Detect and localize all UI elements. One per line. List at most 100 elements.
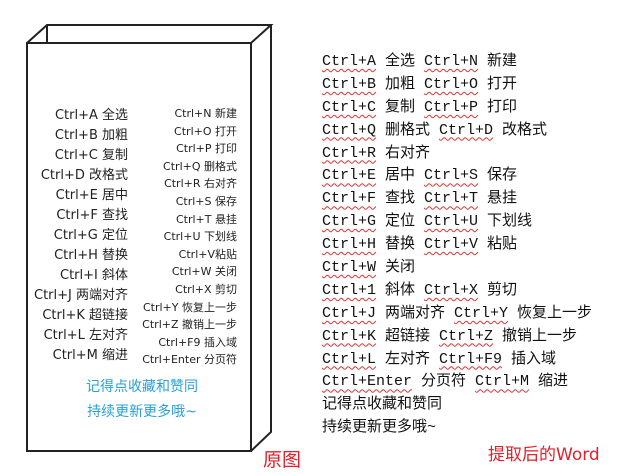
shortcut-item: Ctrl+H 替换	[54, 248, 128, 263]
shortcut-text: 插入域	[502, 350, 557, 368]
word-line: Ctrl+H 替换 Ctrl+V 粘贴	[322, 234, 592, 257]
shortcut-text: 定位	[376, 213, 425, 231]
shortcut-key: Ctrl+D	[439, 121, 494, 139]
shortcut-key: Ctrl+B	[322, 75, 377, 93]
shortcut-key: Ctrl+N	[424, 53, 479, 70]
shortcut-text: 保存	[478, 167, 518, 185]
original-left-column: Ctrl+A 全选 Ctrl+B 加粗 Ctrl+C 复制 Ctrl+D 改格式 Ctr…	[8, 106, 128, 366]
shortcut-item: Ctrl+B 加粗	[54, 128, 128, 143]
shortcut-item: Ctrl+F 查找	[56, 208, 128, 223]
shortcut-key: Ctrl+1	[322, 281, 377, 299]
box-front	[26, 42, 252, 452]
shortcut-key: Ctrl+Enter	[322, 373, 413, 391]
word-line: Ctrl+J 两端对齐 Ctrl+Y 恢复上一步	[322, 303, 592, 326]
shortcut-item: Ctrl+U 下划线	[163, 230, 237, 244]
shortcut-item: Ctrl+Y 恢复上一步	[142, 300, 237, 314]
shortcut-text: 居中	[376, 167, 425, 185]
shortcut-text: 撤销上一步	[493, 327, 578, 345]
original-caption: 原图	[263, 449, 302, 471]
shortcut-key: Ctrl+Y	[454, 304, 509, 322]
shortcut-key: Ctrl+O	[424, 75, 479, 93]
word-line: Ctrl+E 居中 Ctrl+S 保存	[322, 165, 592, 188]
shortcut-text: 左对齐	[376, 350, 440, 368]
shortcut-item: Ctrl+E 居中	[55, 188, 128, 203]
shortcut-item: Ctrl+Z 撤销上一步	[142, 318, 237, 332]
word-line: Ctrl+G 定位 Ctrl+U 下划线	[322, 211, 592, 234]
shortcut-key: Ctrl+R	[322, 144, 377, 162]
shortcut-text: 粘贴	[478, 236, 518, 254]
shortcut-text: 改格式	[493, 121, 548, 139]
word-line: Ctrl+Enter 分页符 Ctrl+M 缩进	[322, 371, 592, 394]
shortcut-key: Ctrl+S	[424, 167, 479, 185]
shortcut-item: Ctrl+X 剪切	[175, 282, 237, 296]
shortcut-key: Ctrl+M	[475, 373, 530, 391]
shortcut-key: Ctrl+E	[322, 167, 377, 185]
shortcut-item: Ctrl+L 左对齐	[43, 328, 128, 343]
word-line: Ctrl+L 左对齐 Ctrl+F9 插入域	[322, 349, 592, 372]
shortcut-text: 关闭	[376, 259, 416, 277]
shortcut-key: Ctrl+F9	[439, 350, 503, 368]
shortcut-text: 新建	[478, 53, 518, 70]
word-line: Ctrl+R 右对齐	[322, 143, 592, 166]
shortcut-item: Ctrl+K 超链接	[42, 308, 128, 323]
shortcut-key: Ctrl+F	[322, 190, 377, 208]
shortcut-text: 查找	[376, 190, 425, 208]
shortcut-key: Ctrl+L	[322, 350, 377, 368]
shortcut-text: 悬挂	[478, 190, 518, 208]
word-line: 持续更新更多哦~	[322, 417, 592, 440]
shortcut-item: Ctrl+Q 删格式	[163, 159, 237, 173]
shortcut-item: Ctrl+Enter 分页符	[142, 353, 237, 367]
word-line: 记得点收藏和赞同	[322, 394, 592, 417]
word-line: Ctrl+1 斜体 Ctrl+X 剪切	[322, 280, 592, 303]
shortcut-key: Ctrl+U	[424, 213, 479, 231]
shortcut-key: Ctrl+W	[322, 259, 377, 277]
word-caption: 提取后的Word	[488, 445, 600, 465]
shortcut-item: Ctrl+J 两端对齐	[34, 288, 128, 303]
box-side	[250, 25, 272, 452]
shortcut-key: Ctrl+X	[424, 281, 479, 299]
original-footer-line-2: 持续更新更多哦~	[87, 404, 197, 420]
shortcut-text: 删格式	[376, 121, 440, 139]
shortcut-item: Ctrl+F9 插入域	[158, 335, 237, 349]
shortcut-item: Ctrl+O 打开	[174, 124, 237, 138]
shortcut-item: Ctrl+D 改格式	[40, 168, 128, 183]
shortcut-text: 超链接	[376, 327, 440, 345]
shortcut-item: Ctrl+G 定位	[53, 228, 128, 243]
shortcut-text: 记得点收藏和赞同	[322, 396, 443, 414]
shortcut-text: 剪切	[478, 281, 518, 299]
shortcut-text: 加粗	[376, 75, 425, 93]
shortcut-item: Ctrl+C 复制	[54, 148, 128, 163]
shortcut-text: 替换	[376, 236, 425, 254]
word-line: Ctrl+F 查找 Ctrl+T 悬挂	[322, 188, 592, 211]
shortcut-item: Ctrl+I 斜体	[60, 268, 128, 283]
word-line: Ctrl+W 关闭	[322, 257, 592, 280]
shortcut-item: Ctrl+P 打印	[176, 142, 237, 156]
word-line: Ctrl+K 超链接 Ctrl+Z 撤销上一步	[322, 326, 592, 349]
shortcut-text: 恢复上一步	[508, 304, 593, 322]
shortcut-item: Ctrl+M 缩进	[52, 348, 128, 363]
shortcut-key: Ctrl+Z	[439, 327, 494, 345]
word-line: Ctrl+B 加粗 Ctrl+O 打开	[322, 74, 592, 97]
shortcut-text: 打印	[478, 98, 518, 116]
shortcut-text: 持续更新更多哦~	[322, 419, 437, 437]
shortcut-text: 缩进	[529, 373, 569, 391]
shortcut-key: Ctrl+C	[322, 98, 377, 116]
shortcut-text: 复制	[376, 98, 425, 116]
shortcut-text: 全选	[376, 53, 425, 70]
shortcut-item: Ctrl+A 全选	[54, 108, 128, 123]
shortcut-key: Ctrl+T	[424, 190, 479, 208]
shortcut-item: Ctrl+S 保存	[175, 194, 237, 208]
shortcut-key: Ctrl+K	[322, 327, 377, 345]
shortcut-key: Ctrl+A	[322, 53, 377, 70]
shortcut-text: 分页符	[412, 373, 476, 391]
word-line: Ctrl+Q 删格式 Ctrl+D 改格式	[322, 120, 592, 143]
shortcut-key: Ctrl+Q	[322, 121, 377, 139]
shortcut-key: Ctrl+G	[322, 213, 377, 231]
shortcut-key: Ctrl+P	[424, 98, 479, 116]
box-top	[26, 24, 274, 44]
word-line: Ctrl+C 复制 Ctrl+P 打印	[322, 97, 592, 120]
shortcut-text: 斜体	[376, 281, 425, 299]
